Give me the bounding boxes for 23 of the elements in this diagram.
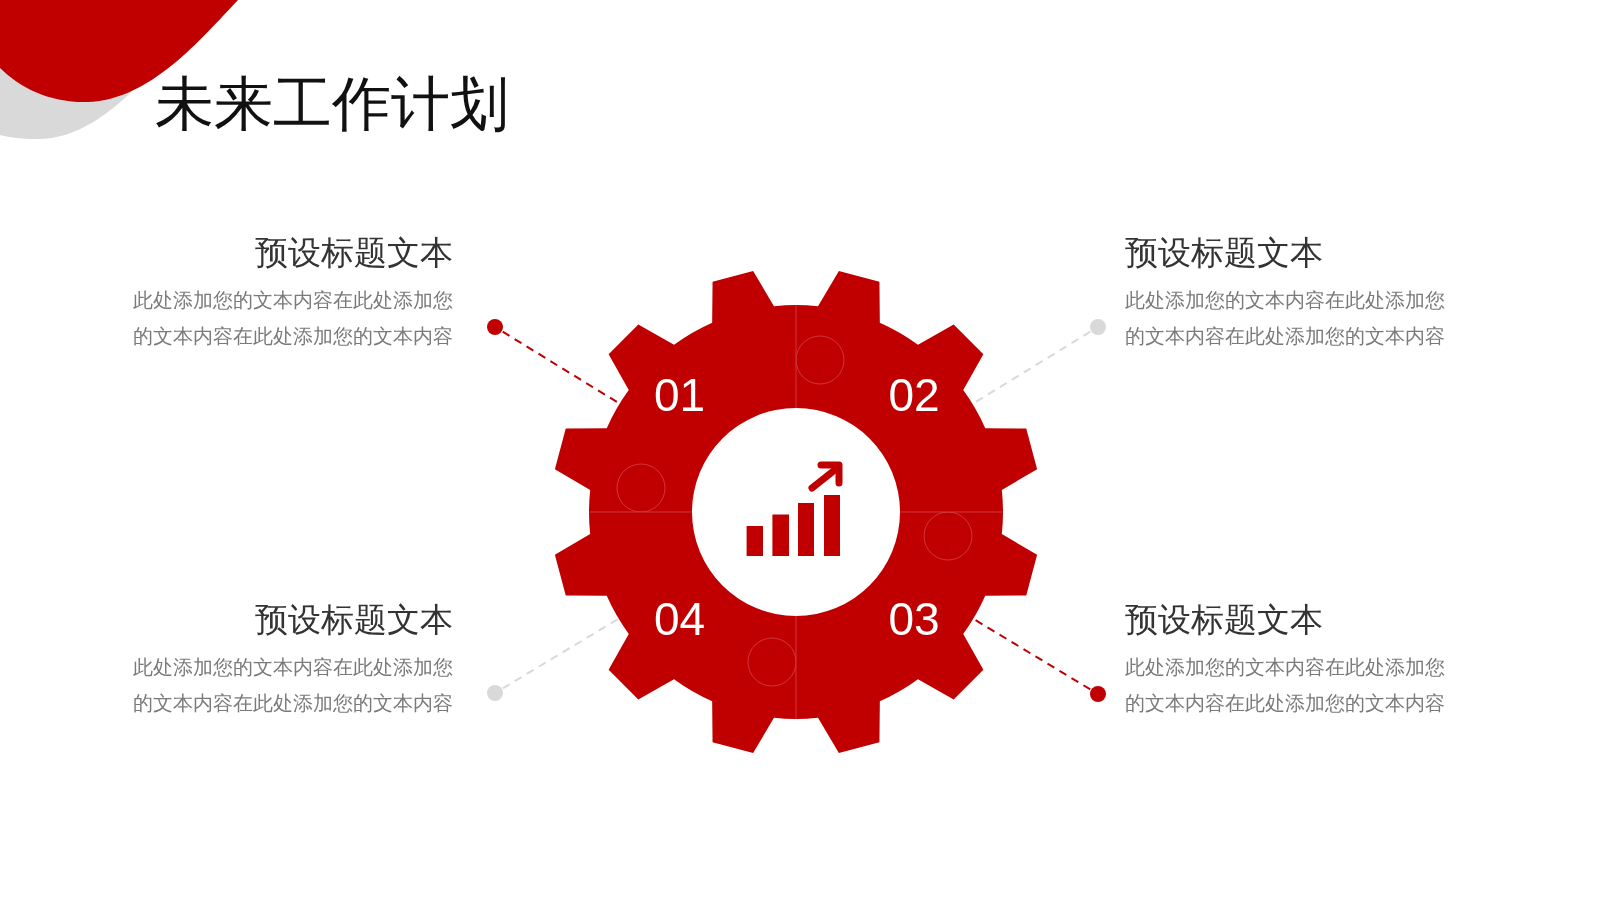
body-text: 此处添加您的文本内容在此处添加您的文本内容在此处添加您的文本内容: [132, 654, 453, 717]
dot-marker: [1090, 319, 1106, 335]
gear-segment: [796, 268, 1040, 512]
leader-line: [501, 617, 620, 690]
step-number: 02: [888, 371, 940, 418]
dot-marker: [487, 685, 503, 701]
step-number: 04: [653, 596, 706, 642]
heading-text: 预设标题文本: [254, 600, 453, 640]
leader-line: [972, 617, 1092, 691]
step-number: 03: [888, 596, 940, 642]
dot-marker: [1090, 686, 1106, 702]
title: 未来工作计划: [155, 69, 509, 139]
heading-text: 预设标题文本: [1125, 233, 1324, 273]
gear-segment: [552, 512, 796, 756]
heading-text: 预设标题文本: [1125, 600, 1324, 640]
gear-segment: [552, 268, 796, 512]
gear-segment: [796, 512, 1040, 756]
body-text: 此处添加您的文本内容在此处添加您的文本内容在此处添加您的文本内容: [1125, 287, 1446, 350]
body-text: 此处添加您的文本内容在此处添加您的文本内容在此处添加您的文本内容: [132, 287, 453, 350]
body-text: 此处添加您的文本内容在此处添加您的文本内容在此处添加您的文本内容: [1125, 654, 1446, 717]
heading-text: 预设标题文本: [254, 233, 453, 273]
step-number: 01: [653, 371, 706, 418]
dot-marker: [487, 319, 503, 335]
